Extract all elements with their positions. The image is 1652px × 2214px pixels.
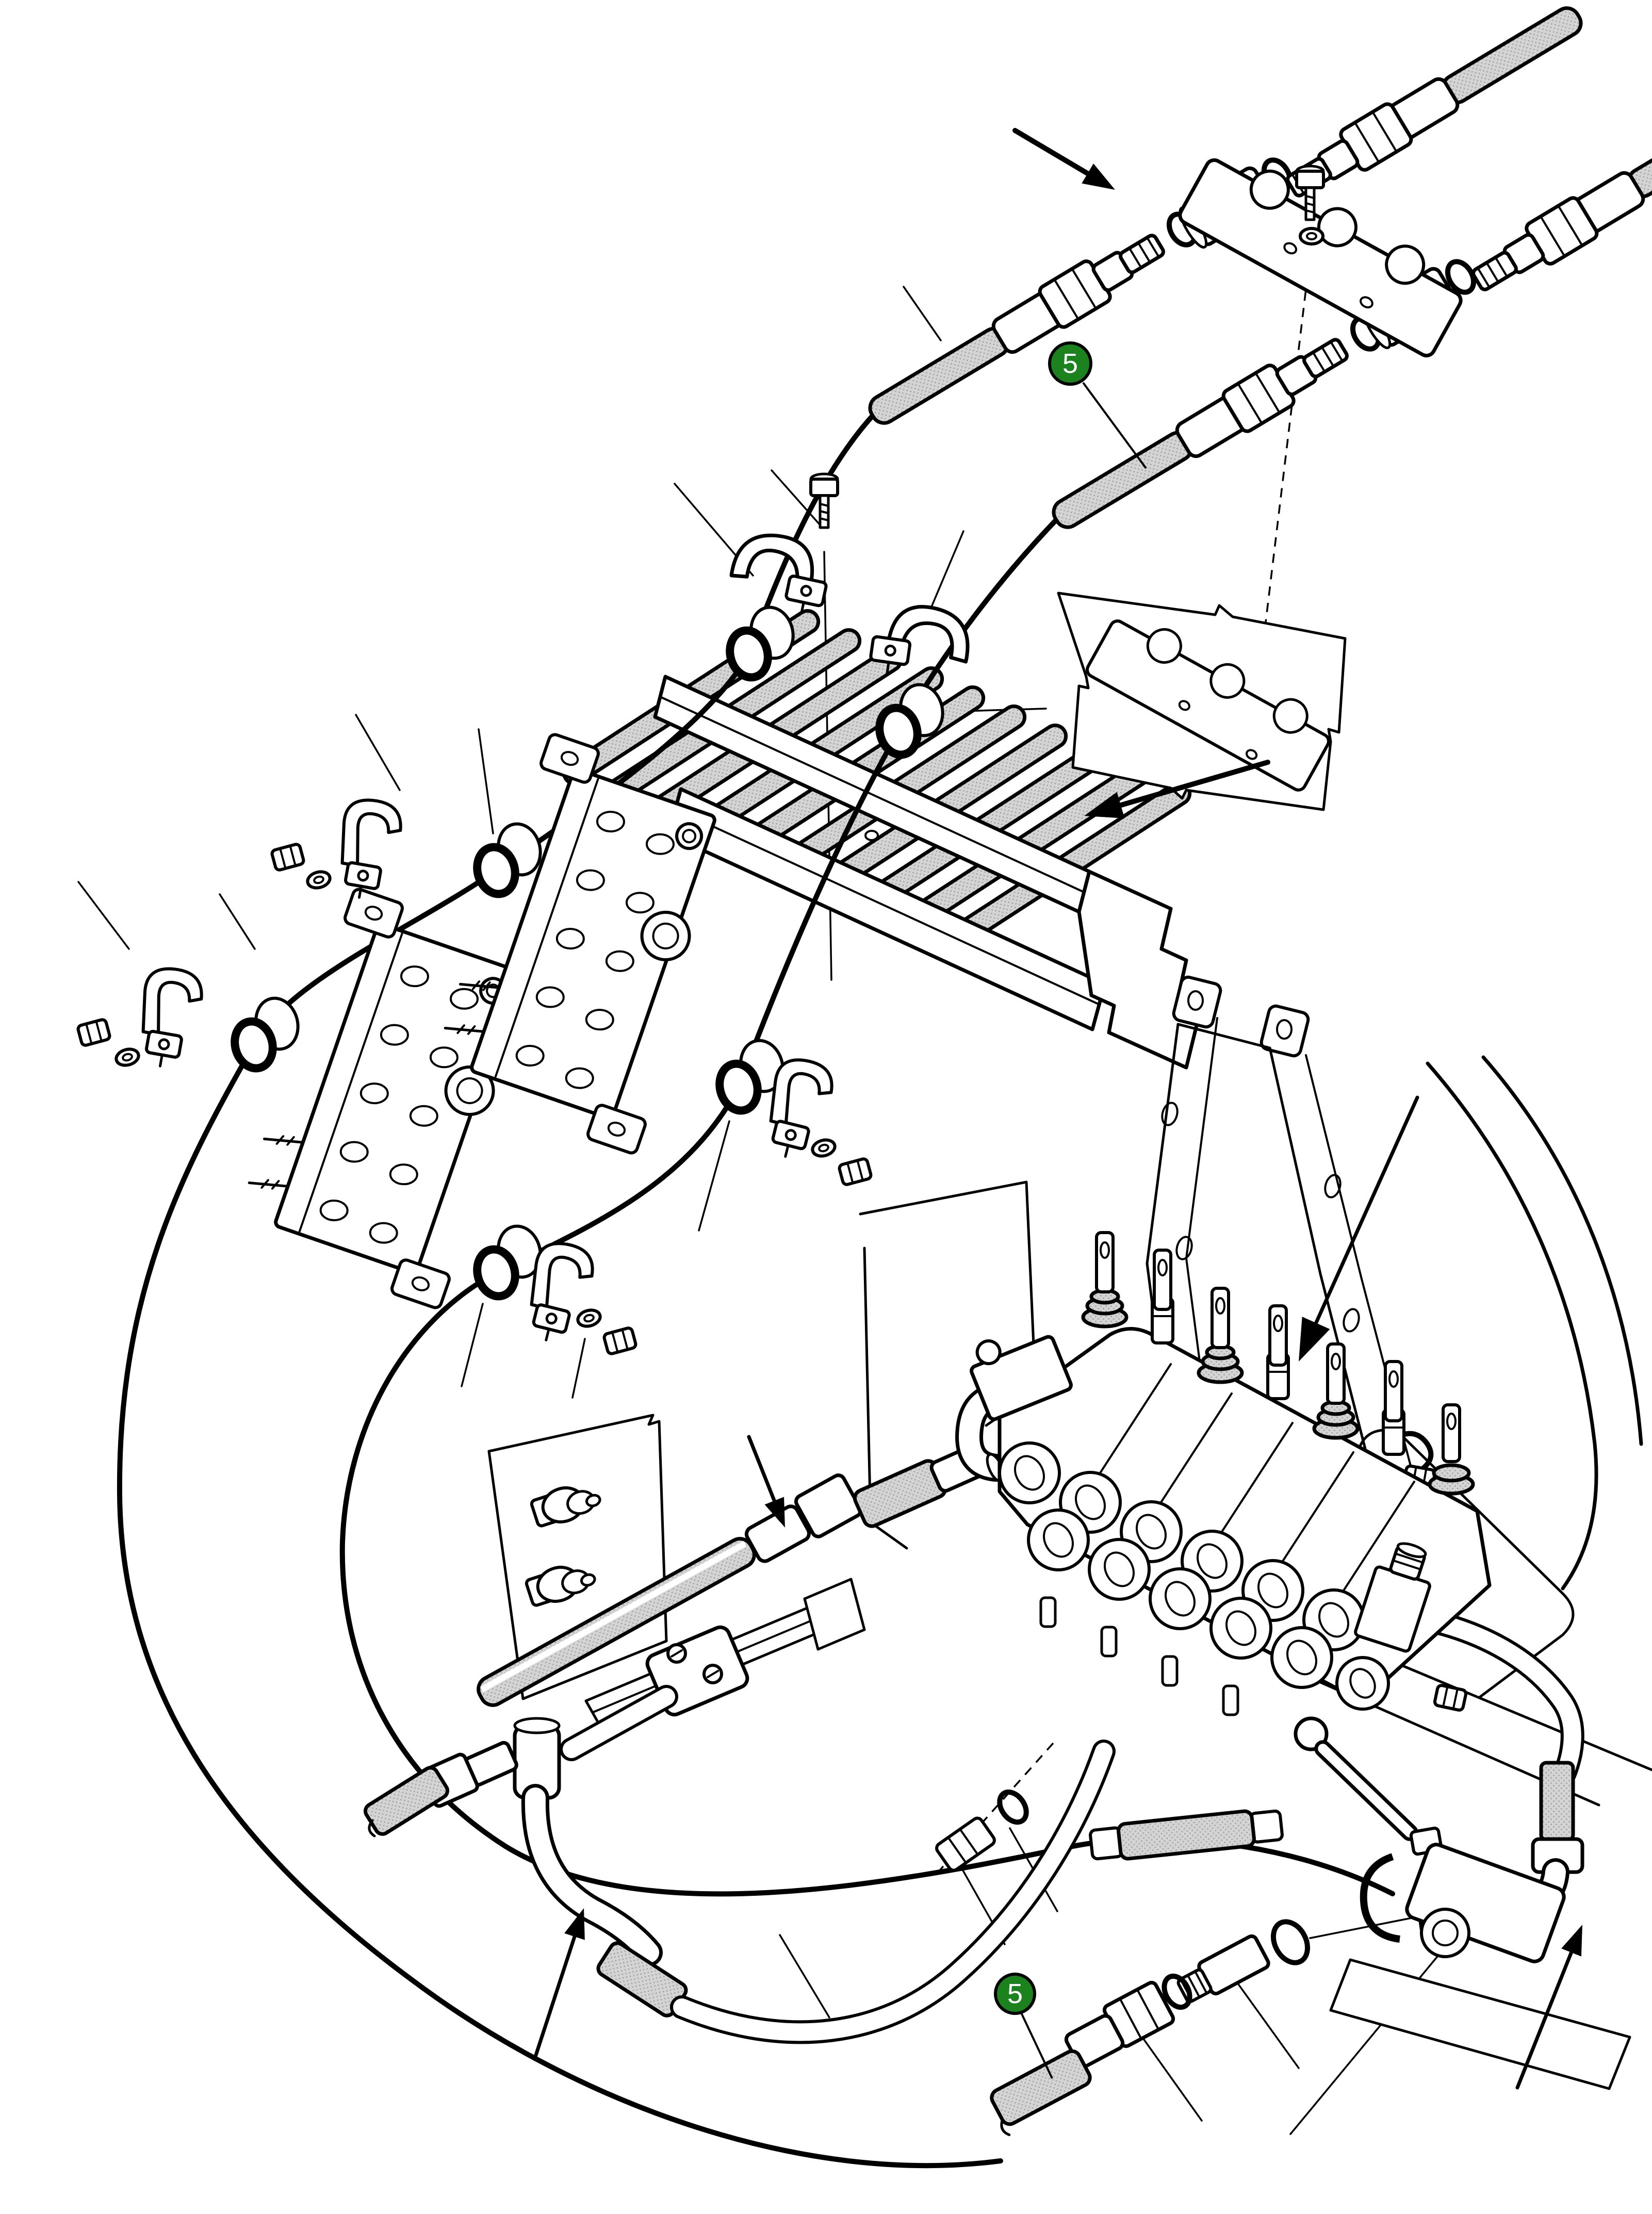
wall-panel-group	[363, 1414, 1116, 2044]
gray-wrap-on-hose	[1089, 1809, 1284, 1861]
hose-from-elbow	[670, 1740, 1116, 2044]
callout-leader-line	[1020, 2012, 1053, 2079]
ball-valve-exploded-chain	[990, 1916, 1315, 2136]
arrow-tube-bundle	[1084, 760, 1270, 818]
callout-number: 5	[1062, 348, 1078, 379]
arrow-hose-fitting-left	[747, 1435, 785, 1528]
hose-clamp-block-group	[861, 0, 1652, 811]
callout-circle[interactable]	[994, 1973, 1036, 2015]
clamp-block-upper	[1178, 158, 1463, 357]
tee-elbow	[521, 1784, 688, 2018]
hose-route-b	[339, 517, 1395, 1897]
valve-inlet-block	[970, 1335, 1073, 1421]
part-callout-5-2[interactable]: 5	[994, 1973, 1053, 2079]
valve-bottom-caps	[1039, 1596, 1239, 1716]
clamp-block-lower-ghost	[1057, 592, 1347, 811]
control-valve-group	[935, 1231, 1492, 1872]
ball-valve-handle	[1294, 1716, 1443, 1856]
hose-end-bottom	[990, 2049, 1092, 2136]
tee-fitting	[363, 1717, 561, 1838]
valve-under-fitting	[935, 1787, 1032, 1872]
arrow-top-hose-group	[1012, 128, 1115, 190]
callout-leader-line	[1082, 382, 1147, 469]
arrow-control-valve	[1299, 1095, 1419, 1362]
valve-spools	[1081, 1231, 1475, 1496]
valve-relief-block	[1354, 1542, 1431, 1653]
callout-circle[interactable]	[1048, 341, 1092, 386]
tube-bundle-clamp	[560, 606, 1202, 1070]
hose-route-a	[117, 413, 1003, 2169]
ball-valve-group	[990, 1716, 1631, 2136]
callout-number: 5	[1007, 1978, 1023, 2009]
ball-valve-body	[1360, 1843, 1566, 1963]
part-callout-5-1[interactable]: 5	[1048, 341, 1147, 469]
arrow-ball-valve-elbow	[1515, 1925, 1582, 2090]
arrow-tee-elbow	[533, 1908, 585, 2059]
valve-ports	[998, 1441, 1390, 1711]
